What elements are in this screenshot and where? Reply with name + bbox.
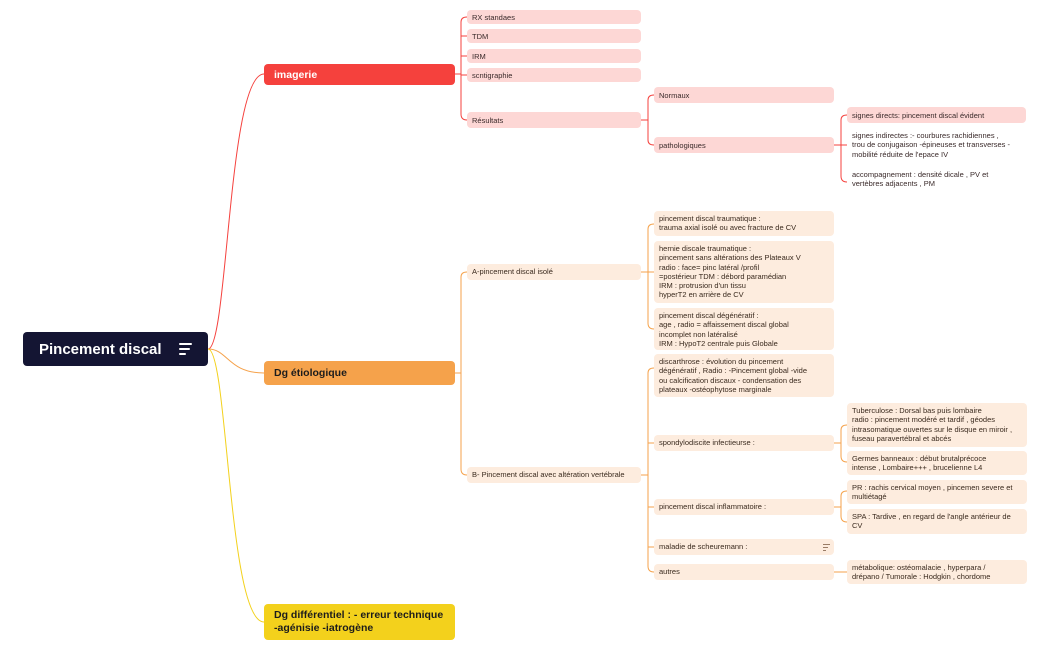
signes-indirectes[interactable]: signes indirectes :- courbures rachidien… (852, 131, 1011, 159)
notes-icon[interactable] (823, 544, 830, 553)
resultats-normaux[interactable]: Normaux (654, 87, 834, 103)
b-scheuermann[interactable]: maladie de scheuremann : (654, 539, 834, 555)
imagerie-item-irm[interactable]: IRM (467, 49, 641, 63)
a-traumatique[interactable]: pincement discal traumatique : trauma ax… (654, 211, 834, 236)
a-hernie-discale[interactable]: hernie discale traumatique : pincement s… (654, 241, 834, 303)
etiologique-b[interactable]: B- Pincement discal avec altération vert… (467, 467, 641, 483)
signes-accompagnement[interactable]: accompagnement : densité dicale , PV et … (852, 170, 989, 189)
b-discarthrose[interactable]: discarthrose : évolution du pincement dé… (654, 354, 834, 397)
topic-imagerie[interactable]: imagerie (264, 64, 455, 85)
imagerie-item-resultats[interactable]: Résultats (467, 112, 641, 128)
b-autres[interactable]: autres (654, 564, 834, 580)
root-topic[interactable]: Pincement discal (23, 332, 208, 366)
a-degeneratif[interactable]: pincement discal dégénératif : age , rad… (654, 308, 834, 350)
b-inflammatoire[interactable]: pincement discal inflammatoire : (654, 499, 834, 515)
imagerie-item-rx[interactable]: RX standaes (467, 10, 641, 24)
b-spondylodiscite[interactable]: spondylodiscite infectieurse : (654, 435, 834, 451)
root-label: Pincement discal (39, 340, 162, 358)
inflam-spa[interactable]: SPA : Tardive , en regard de l'angle ant… (847, 509, 1027, 534)
topic-dg-differentiel[interactable]: Dg différentiel : - erreur technique -ag… (264, 604, 455, 640)
imagerie-item-scintigraphie[interactable]: scntigraphie (467, 68, 641, 82)
etiologique-a[interactable]: A-pincement discal isolé (467, 264, 641, 280)
link-root-imagerie (207, 73, 265, 350)
link-root-differentiel (207, 348, 265, 623)
autres-metabolique[interactable]: métabolique: ostéomalacie , hyperpara / … (847, 560, 1027, 584)
imagerie-item-tdm[interactable]: TDM (467, 29, 641, 43)
signes-directs[interactable]: signes directs: pincement discal évident (847, 107, 1026, 123)
scheuermann-label: maladie de scheuremann : (659, 542, 748, 552)
resultats-pathologiques[interactable]: pathologiques (654, 137, 834, 153)
inflam-pr[interactable]: PR : rachis cervical moyen , pincemen se… (847, 480, 1027, 504)
link-root-etiologique (207, 348, 265, 374)
notes-icon[interactable] (179, 343, 192, 358)
topic-dg-etiologique[interactable]: Dg étiologique (264, 361, 455, 385)
spondylo-tuberculose[interactable]: Tuberculose : Dorsal bas puis lombaire r… (847, 403, 1027, 447)
spondylo-germes-banneaux[interactable]: Germes banneaux : début brutalprécoce in… (847, 451, 1027, 475)
